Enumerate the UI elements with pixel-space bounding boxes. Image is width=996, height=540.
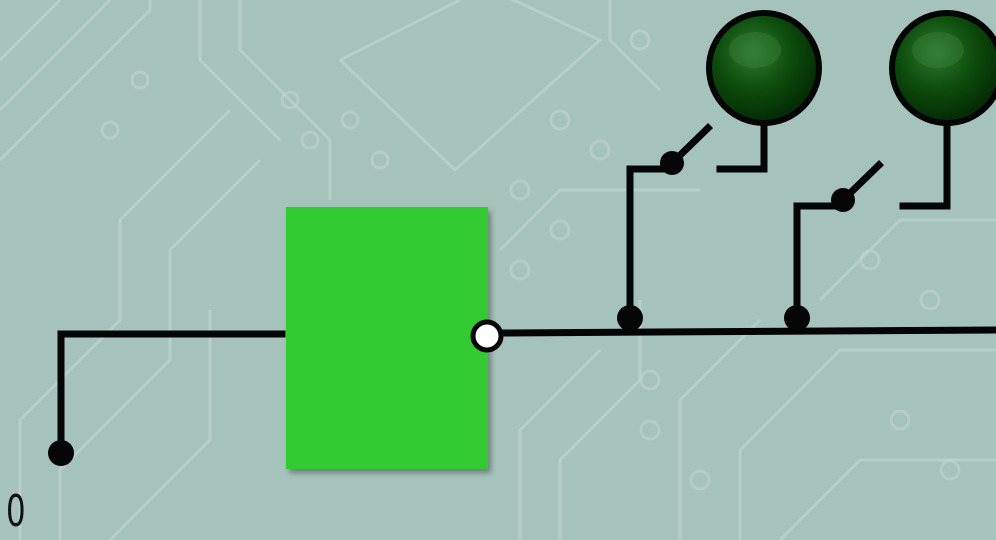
input-terminal[interactable] bbox=[48, 440, 74, 466]
bus-junction-2 bbox=[784, 305, 810, 331]
switch-1[interactable] bbox=[660, 114, 768, 175]
bus-junction-1 bbox=[617, 305, 643, 331]
lamp-2 bbox=[889, 10, 996, 126]
input-wire bbox=[57, 330, 286, 457]
gate-output-pin bbox=[470, 319, 504, 353]
input-value-label: 0 bbox=[6, 486, 26, 537]
output-bus bbox=[496, 165, 996, 337]
switch-2[interactable] bbox=[831, 114, 951, 212]
not-gate[interactable] bbox=[286, 207, 488, 469]
lamp-1 bbox=[706, 10, 822, 126]
